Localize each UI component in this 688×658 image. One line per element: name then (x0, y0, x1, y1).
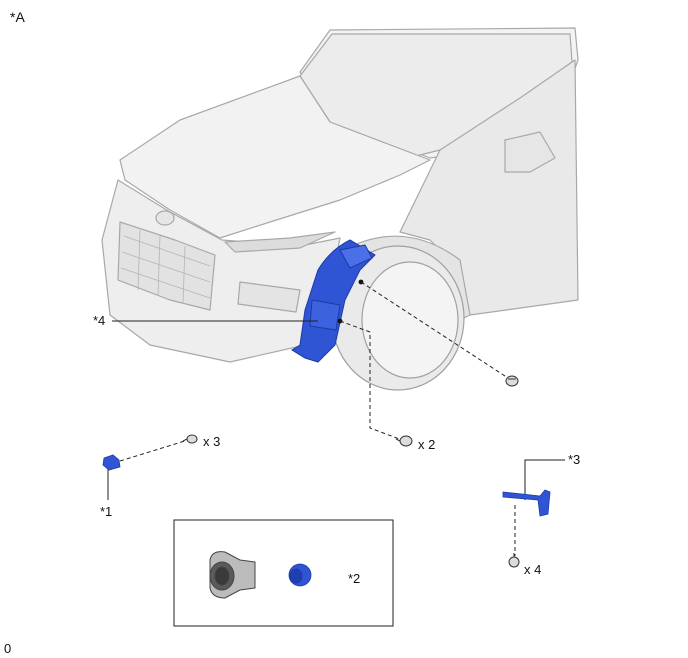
fog-lamp-icon (209, 551, 256, 599)
screw-icon (182, 434, 198, 444)
vehicle-headlamp (224, 231, 336, 253)
vehicle-lower-bumper (237, 281, 301, 313)
vehicle-hood (119, 75, 431, 239)
vehicle-grille (117, 221, 216, 311)
callout-c3: *3 (568, 452, 581, 467)
leader-lines (107, 281, 565, 581)
bracket-icon (502, 489, 551, 517)
fender-liner-part (291, 239, 376, 363)
callout-c4: *4 (93, 313, 106, 328)
vehicle-side-mirror (504, 131, 556, 173)
callout-c2: *2 (348, 571, 361, 586)
callout-c1: *1 (100, 504, 113, 519)
leader-c3 (524, 459, 565, 500)
leader-upper-clip (360, 281, 509, 379)
bracket-icon (102, 454, 121, 471)
quantity-c1-bolt: x 3 (203, 434, 221, 449)
screw-icon (505, 375, 519, 387)
grille-mesh (120, 229, 211, 305)
vehicle-emblem (155, 210, 175, 226)
footer-code: 0 (4, 641, 12, 656)
quantity-c3-screw: x 4 (524, 562, 542, 577)
vehicle-tire (331, 245, 465, 391)
bracket-icon (288, 563, 312, 587)
view-label: *A (10, 9, 25, 25)
screw-icon (508, 553, 520, 568)
screw-icon (395, 435, 413, 447)
leader-lower-clip (339, 320, 403, 441)
leader-c1-bolt (119, 439, 189, 462)
quantity-lower-clip: x 2 (418, 437, 436, 452)
